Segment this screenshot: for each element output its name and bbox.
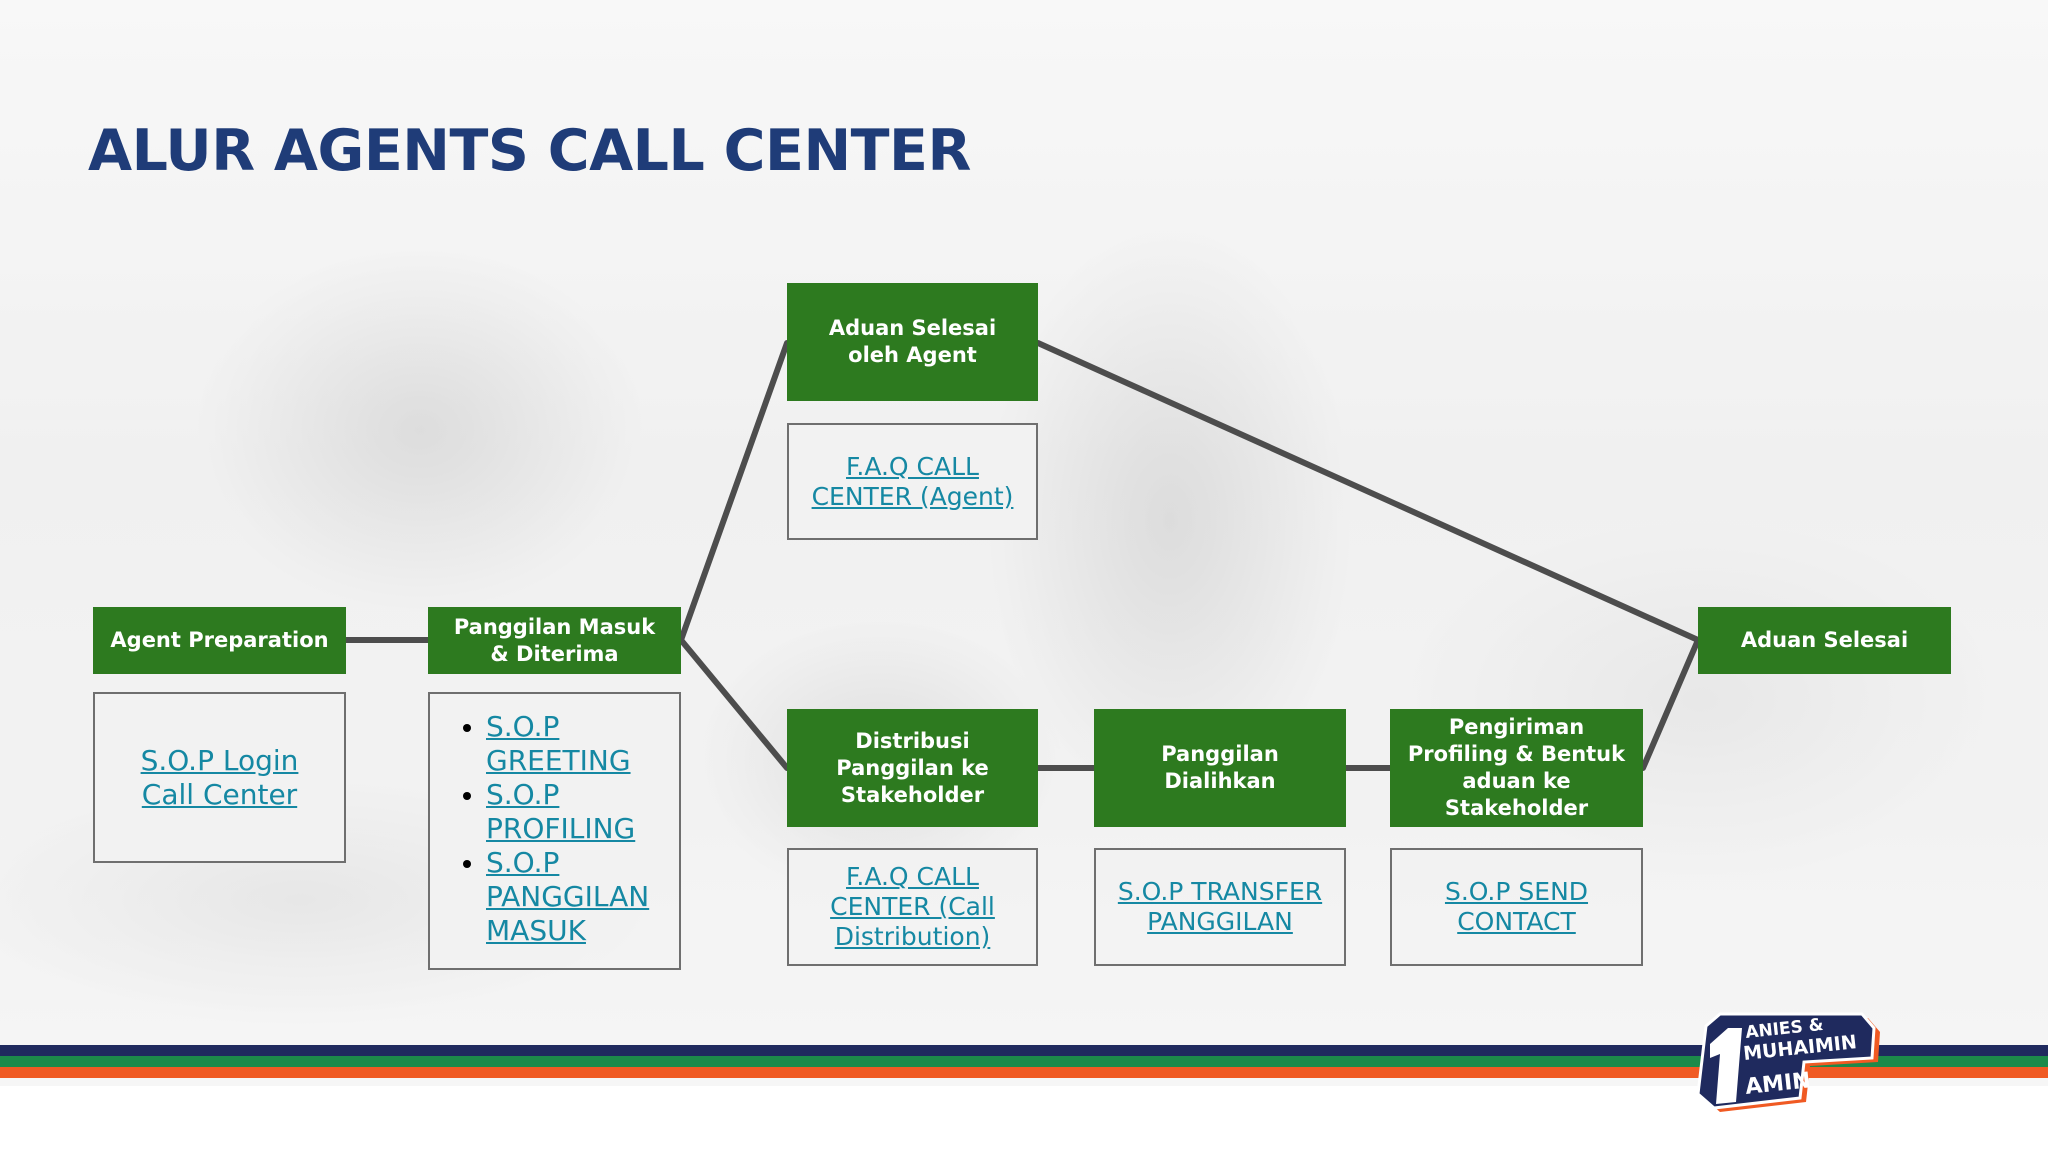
amin-logo: 1 ANIES & MUHAIMIN AMIN: [1696, 1012, 1880, 1112]
sop-login-link[interactable]: S.O.P Login Call Center: [140, 743, 299, 811]
stripe-green: [0, 1056, 2048, 1067]
doc-sop-transfer: S.O.P TRANSFER PANGGILAN: [1094, 848, 1346, 966]
stripe-navy: [0, 1045, 2048, 1056]
node-agent-preparation: Agent Preparation: [93, 607, 346, 674]
doc-faq-agent: F.A.Q CALL CENTER (Agent): [787, 423, 1038, 540]
doc-sop-list: S.O.P GREETING S.O.P PROFILING S.O.P PAN…: [428, 692, 681, 970]
node-label: Panggilan Masuk & Diterima: [453, 614, 656, 666]
node-panggilan-masuk: Panggilan Masuk & Diterima: [428, 607, 681, 674]
sop-greeting-link[interactable]: S.O.P GREETING: [486, 710, 631, 777]
footer-stripes: [0, 1045, 2048, 1078]
sop-profiling-link[interactable]: S.O.P PROFILING: [486, 778, 636, 845]
sop-transfer-link[interactable]: S.O.P TRANSFER PANGGILAN: [1117, 877, 1323, 936]
node-label: Distribusi Panggilan ke Stakeholder: [836, 728, 989, 807]
node-dialihkan: Panggilan Dialihkan: [1094, 709, 1346, 827]
node-pengiriman: Pengiriman Profiling & Bentuk aduan ke S…: [1390, 709, 1643, 827]
node-aduan-selesai-agent: Aduan Selesai oleh Agent: [787, 283, 1038, 401]
faq-distribution-link[interactable]: F.A.Q CALL CENTER (Call Distribution): [830, 862, 995, 951]
connector-pengiriman-to-selesai: [1640, 637, 1701, 771]
connector-aduan-agent-to-selesai: [1035, 340, 1701, 643]
doc-sop-login: S.O.P Login Call Center: [93, 692, 346, 863]
node-label: Panggilan Dialihkan: [1161, 742, 1279, 793]
connector-masuk-to-distribusi: [678, 637, 790, 771]
faq-agent-link[interactable]: F.A.Q CALL CENTER (Agent): [811, 451, 1014, 511]
node-label: Aduan Selesai: [1740, 628, 1909, 652]
list-item: S.O.P PANGGILAN MASUK: [486, 846, 669, 948]
list-item: S.O.P GREETING: [486, 710, 669, 778]
node-label: Aduan Selesai oleh Agent: [828, 316, 997, 367]
node-label: Agent Preparation: [110, 628, 329, 652]
sop-send-link[interactable]: S.O.P SEND CONTACT: [1444, 877, 1589, 936]
stripe-orange: [0, 1067, 2048, 1078]
page-title: ALUR AGENTS CALL CENTER: [88, 118, 971, 184]
node-aduan-selesai: Aduan Selesai: [1698, 607, 1951, 674]
node-distribusi: Distribusi Panggilan ke Stakeholder: [787, 709, 1038, 827]
sop-panggilan-masuk-link[interactable]: S.O.P PANGGILAN MASUK: [486, 846, 650, 947]
sop-link-list: S.O.P GREETING S.O.P PROFILING S.O.P PAN…: [444, 710, 669, 948]
doc-sop-send: S.O.P SEND CONTACT: [1390, 848, 1643, 966]
connector-masuk-to-aduan-agent: [678, 340, 790, 643]
list-item: S.O.P PROFILING: [486, 778, 669, 846]
doc-faq-distribution: F.A.Q CALL CENTER (Call Distribution): [787, 848, 1038, 966]
node-label: Pengiriman Profiling & Bentuk aduan ke S…: [1407, 715, 1626, 820]
